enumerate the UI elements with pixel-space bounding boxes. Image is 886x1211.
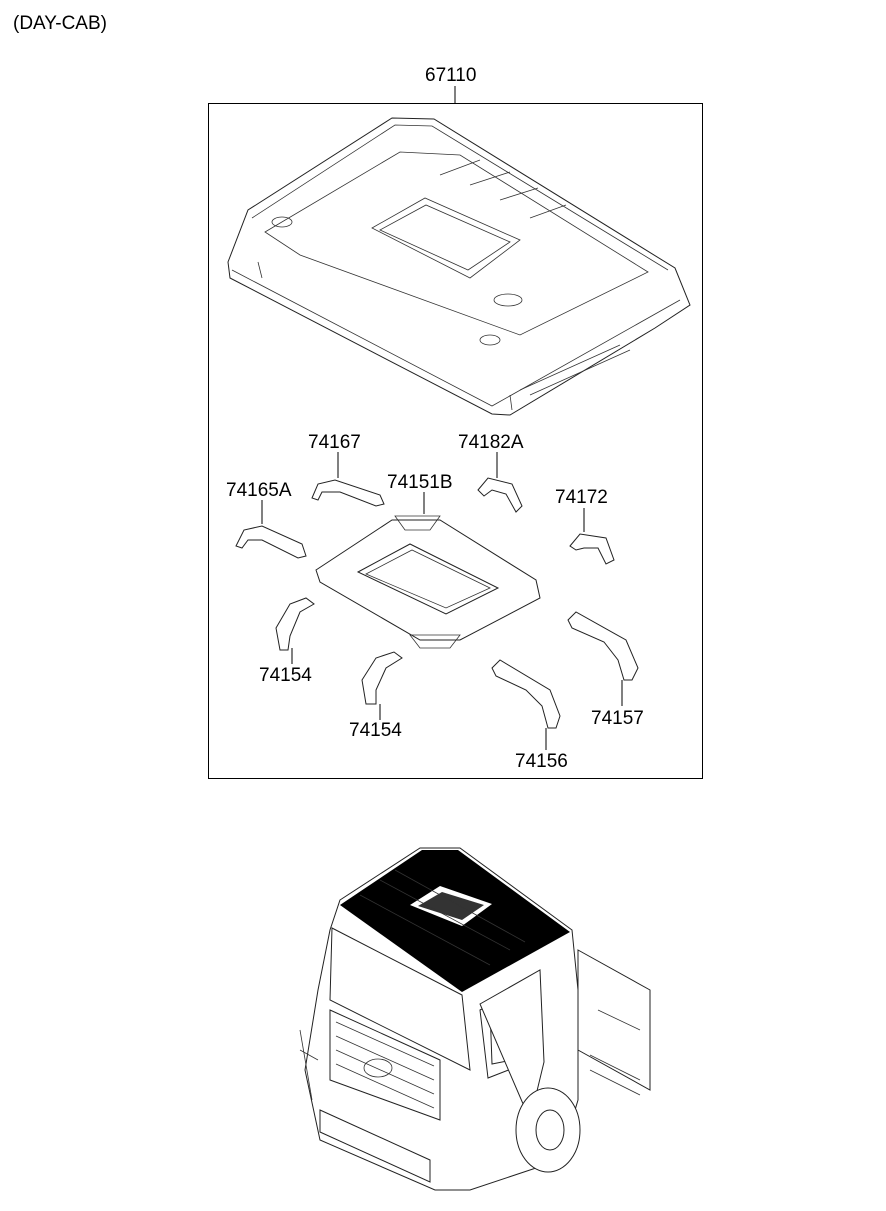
roof-panel-drawing [227,117,691,416]
part-label-74167: 74167 [308,432,361,453]
part-label-74182a: 74182A [458,432,524,453]
part-label-74151b: 74151B [387,472,453,493]
part-label-74172: 74172 [555,487,608,508]
part-74172-drawing [569,508,615,565]
part-74154-center-drawing [361,651,403,720]
part-label-67110: 67110 [425,65,477,86]
part-74157-drawing [567,611,639,706]
parts-frame [208,103,703,779]
part-label-74157: 74157 [591,708,644,729]
part-74182a-drawing [477,452,523,513]
part-label-74156: 74156 [515,751,568,772]
part-label-74154-center: 74154 [349,720,402,741]
part-74156-drawing [491,659,561,750]
part-74151b-drawing [315,492,541,649]
part-label-74154-left: 74154 [259,665,312,686]
part-label-74165a: 74165A [226,480,292,501]
part-74165a-drawing [235,500,307,559]
diagram-caption: (DAY-CAB) [13,13,107,34]
part-74154-left-drawing [275,597,315,664]
part-74167-drawing [311,452,385,507]
truck-cab-illustration [299,847,651,1191]
